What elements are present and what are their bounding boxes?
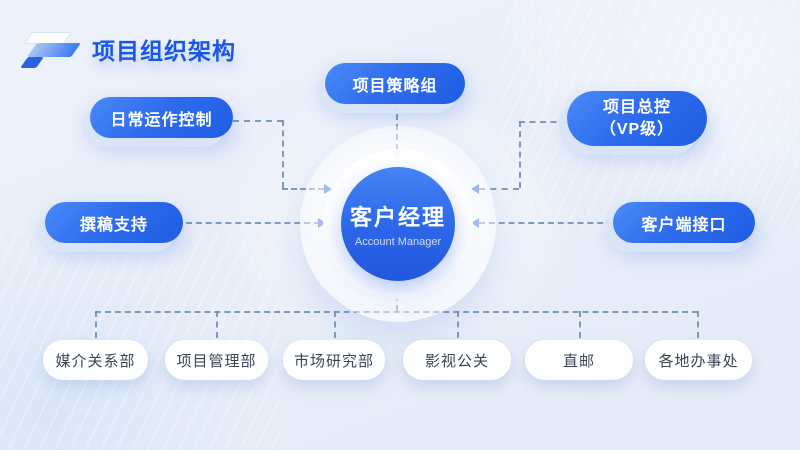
center-subtitle: Account Manager (354, 236, 442, 248)
connector-tree-stub-1 (95, 311, 97, 338)
dept-direct-mail: 直邮 (525, 340, 633, 380)
connector-dailyops-h2 (282, 188, 324, 190)
layered-flag-icon (14, 28, 81, 72)
node-label: 项目策略组 (352, 77, 438, 95)
node-label: 日常运作控制 (110, 111, 213, 129)
node-vp-control: 项目总控 （VP级） (567, 91, 707, 146)
connector-tree-stub-2 (216, 311, 218, 338)
node-daily-operations: 日常运作控制 (90, 97, 233, 138)
connector-tree-stub-4 (457, 311, 459, 338)
connector-tree-stub-6 (697, 311, 699, 338)
dept-project-management: 项目管理部 (165, 340, 268, 380)
connector-dailyops-v (282, 120, 284, 188)
connector-tree-stub-3 (334, 311, 336, 338)
connector-dailyops-h1 (233, 120, 283, 122)
node-label-line2: （VP级） (599, 120, 675, 138)
connector-tree-stub-5 (579, 311, 581, 338)
node-strategy-group: 项目策略组 (325, 63, 465, 104)
node-label: 客户端接口 (641, 216, 727, 234)
connector-vp-h2 (479, 188, 519, 190)
node-label-line1: 项目总控 (602, 98, 671, 116)
node-account-manager: 客户经理 Account Manager (341, 167, 455, 281)
dept-market-research: 市场研究部 (283, 340, 385, 380)
node-writing-support: 撰稿支持 (45, 202, 183, 243)
page-title: 项目组织架构 (92, 38, 236, 64)
connector-client (479, 222, 613, 224)
connector-writing (186, 222, 320, 224)
dept-film-tv-pr: 影视公关 (403, 340, 511, 380)
node-client-interface: 客户端接口 (613, 202, 755, 243)
connector-vp-h1 (519, 121, 567, 123)
dept-local-offices: 各地办事处 (645, 340, 752, 380)
dept-media-relations: 媒介关系部 (43, 340, 148, 380)
node-label: 撰稿支持 (79, 216, 148, 234)
connector-vp-v (519, 121, 521, 188)
center-title: 客户经理 (349, 205, 446, 230)
